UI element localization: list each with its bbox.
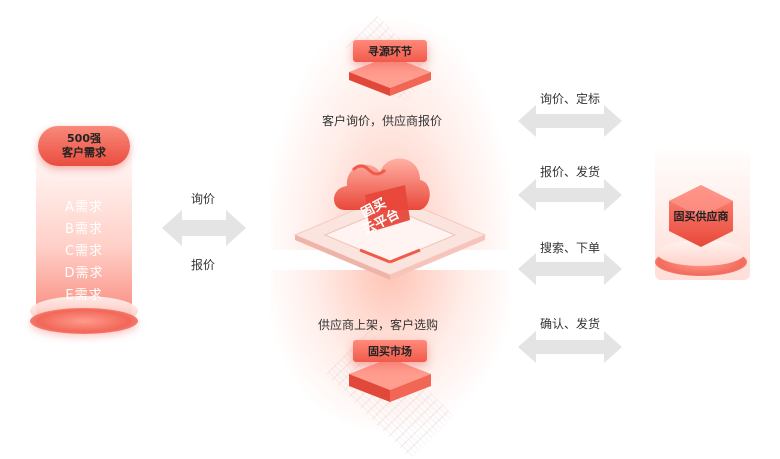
requirement-item: D需求	[64, 266, 104, 281]
sourcing-node-face: 寻源环节	[353, 40, 427, 62]
sourcing-block-icon	[349, 56, 431, 96]
platform-supplier-arrow-4	[518, 330, 622, 364]
supplier-label: 固买供应商	[673, 210, 729, 223]
cloud-icon	[333, 158, 430, 232]
sourcing-description: 客户询价，供应商报价	[322, 114, 443, 128]
customer-base	[30, 308, 138, 334]
arrow-label-4: 确认、发货	[540, 317, 601, 331]
requirement-item: A需求	[65, 200, 103, 215]
customer-title-badge: 500强 客户需求	[38, 126, 130, 166]
market-description: 供应商上架，客户选购	[318, 318, 439, 332]
sourcing-node: 寻源环节	[341, 40, 439, 96]
arrow-label-2: 报价、发货	[540, 165, 601, 179]
market-node-label: 固买市场	[368, 345, 412, 358]
customer-title-line1: 500强	[67, 132, 101, 145]
market-block-icon	[349, 358, 431, 402]
market-node-face: 固买市场	[353, 340, 427, 362]
requirement-item: E需求	[65, 288, 103, 303]
customer-title-line2: 客户需求	[62, 146, 106, 159]
requirement-list: A需求 B需求 C需求 D需求 E需求	[36, 197, 132, 307]
market-node: 固买市场	[341, 340, 439, 402]
arrow-label-quote: 报价	[191, 258, 216, 272]
platform-base-icon	[293, 194, 487, 280]
requirement-item: B需求	[65, 222, 103, 237]
platform-supplier-arrow-1	[518, 104, 622, 138]
platform-supplier-arrow-3	[518, 252, 622, 286]
customer-platform-arrow	[162, 208, 246, 248]
double-arrow-icon	[162, 210, 246, 246]
arrow-label-3: 搜索、下单	[540, 241, 601, 255]
customer-cylinder	[36, 150, 132, 325]
double-arrow-icon	[518, 179, 622, 211]
arrow-label-inquiry: 询价	[191, 192, 216, 206]
sourcing-node-label: 寻源环节	[368, 45, 412, 58]
supplier-hexagon-icon	[669, 185, 733, 247]
arrow-label-1: 询价、定标	[540, 92, 601, 106]
cloud-platform	[290, 190, 490, 280]
platform-supplier-arrow-2	[518, 178, 622, 212]
double-arrow-icon	[518, 253, 622, 285]
requirement-item: C需求	[64, 244, 104, 259]
double-arrow-icon	[518, 105, 622, 137]
double-arrow-icon	[518, 331, 622, 363]
